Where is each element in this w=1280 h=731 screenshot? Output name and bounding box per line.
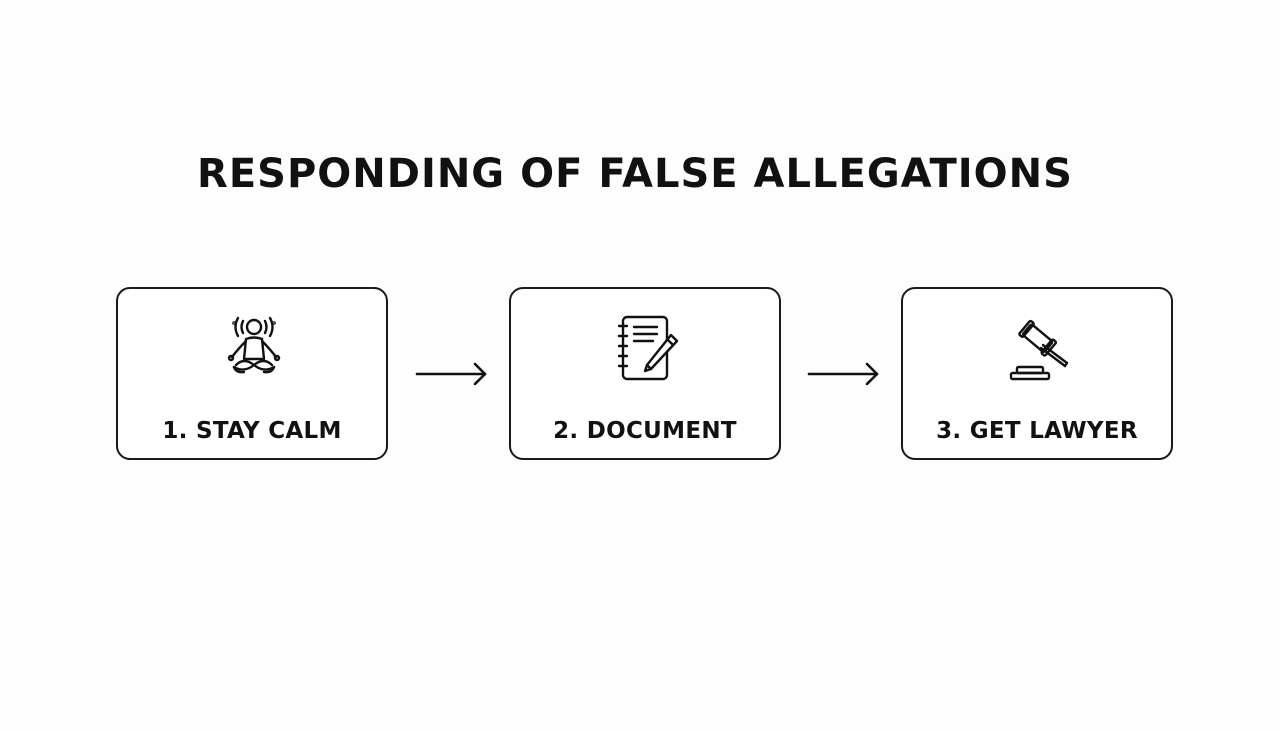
step-label: 1. STAY CALM — [162, 418, 342, 444]
diagram-title: RESPONDING OF FALSE ALLEGATIONS — [197, 151, 1073, 197]
step-label: 2. DOCUMENT — [553, 418, 737, 444]
step-get-lawyer: 3. GET LAWYER — [901, 287, 1173, 460]
gavel-icon — [999, 309, 1079, 389]
notebook-pen-icon — [607, 309, 687, 389]
arrow-right-icon — [414, 360, 490, 388]
arrow-right-icon — [806, 360, 882, 388]
step-document: 2. DOCUMENT — [509, 287, 781, 460]
step-stay-calm: 1. STAY CALM — [116, 287, 388, 460]
meditation-icon — [214, 309, 294, 389]
step-label: 3. GET LAWYER — [936, 418, 1138, 444]
